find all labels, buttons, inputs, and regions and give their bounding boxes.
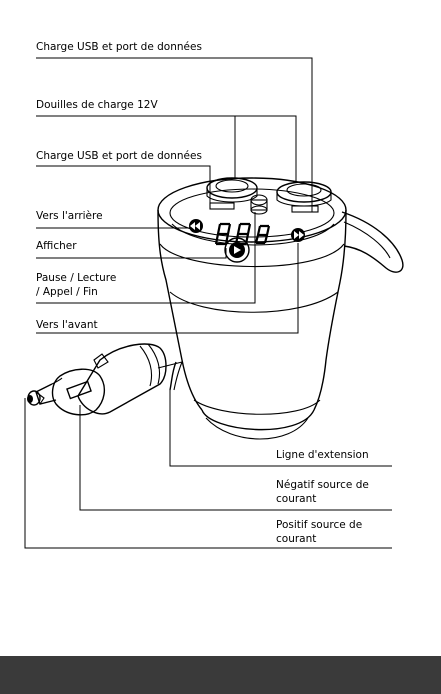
leader-lines: [25, 58, 392, 548]
label-extension-line: Ligne d'extension: [276, 449, 369, 461]
label-positive-line1: Positif source de: [276, 519, 362, 531]
leader-sockets-12v: [36, 116, 296, 182]
usb-port-right: [292, 206, 318, 212]
cigarette-plug: [27, 344, 166, 415]
fast-forward-icon: [291, 228, 305, 242]
label-display: Afficher: [36, 240, 77, 252]
usb-port-left: [210, 203, 234, 209]
center-knob: [251, 195, 267, 214]
label-negative-line1: Négatif source de: [276, 479, 369, 491]
label-sockets-12v: Douilles de charge 12V: [36, 99, 158, 111]
label-usb-middle: Charge USB et port de données: [36, 150, 202, 162]
footer-bar: [0, 656, 441, 694]
label-forward: Vers l'avant: [36, 319, 98, 331]
cup-charger: [158, 178, 403, 439]
rewind-icon: [189, 219, 203, 233]
leader-usb-top: [36, 58, 312, 212]
label-pause-line1: Pause / Lecture: [36, 272, 116, 284]
labels: Charge USB et port de données Douilles d…: [36, 41, 369, 545]
label-back: Vers l'arrière: [36, 210, 103, 222]
label-positive-line2: courant: [276, 533, 316, 545]
extension-cable: [158, 362, 182, 390]
label-negative-line2: courant: [276, 493, 316, 505]
label-usb-top: Charge USB et port de données: [36, 41, 202, 53]
label-pause-line2: / Appel / Fin: [36, 286, 98, 298]
leader-usb-middle: [36, 166, 210, 203]
